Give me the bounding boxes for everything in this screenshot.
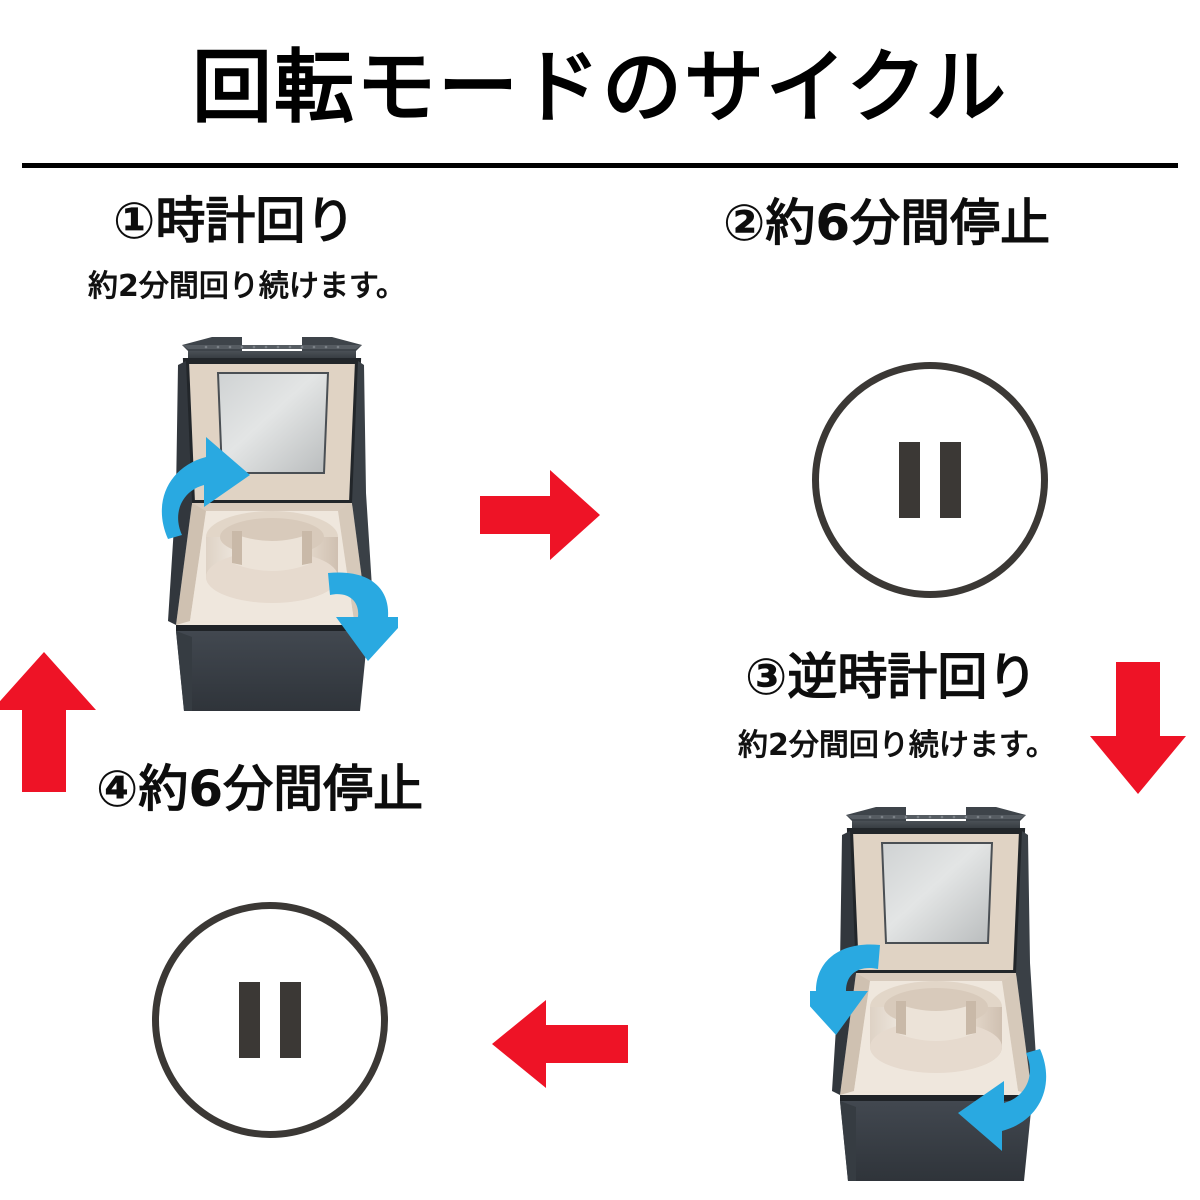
step-4-heading: ④約6分間停止 (96, 760, 424, 818)
step-2-heading: ②約6分間停止 (723, 194, 1051, 252)
watch-winder-box-clockwise (146, 325, 398, 725)
pause-bar-right (280, 982, 301, 1058)
pause-bar-left (899, 442, 920, 518)
title-divider (22, 163, 1178, 168)
arrow-down-icon (1090, 662, 1186, 794)
step-3-heading: ③逆時計回り (745, 648, 1038, 706)
pause-icon (812, 362, 1048, 598)
pause-icon (152, 902, 388, 1138)
arrow-up-icon (0, 652, 96, 792)
step-1-heading: ①時計回り (113, 192, 356, 250)
step-3-subtitle: 約2分間回り続けます。 (738, 728, 1056, 763)
arrow-left-icon (492, 998, 628, 1090)
step-1-subtitle: 約2分間回り続けます。 (88, 269, 406, 304)
watch-winder-box-counter-clockwise (810, 795, 1062, 1195)
pause-bars (819, 369, 1041, 591)
arrow-right-icon (480, 468, 600, 562)
pause-bar-left (239, 982, 260, 1058)
page-title: 回転モードのサイクル (192, 41, 1008, 134)
pause-bar-right (940, 442, 961, 518)
pause-bars (159, 909, 381, 1131)
